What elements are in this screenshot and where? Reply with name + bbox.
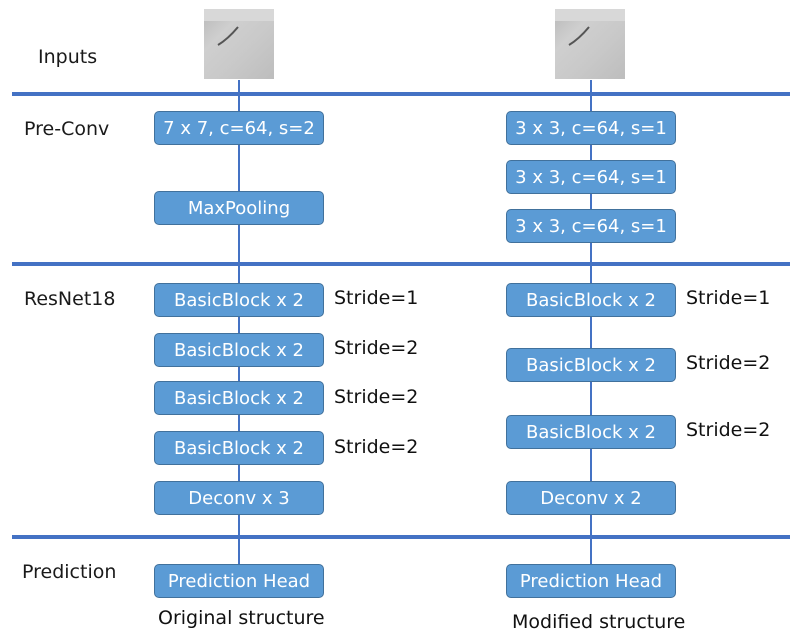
original-flow-line: [238, 80, 240, 564]
original-stride-2: Stride=2: [334, 337, 419, 359]
original-stride-3: Stride=2: [334, 386, 419, 408]
modified-prediction-head: Prediction Head: [506, 564, 676, 598]
divider-resnet-prediction: [12, 535, 790, 539]
original-conv7x7-box: 7 x 7, c=64, s=2: [154, 111, 324, 145]
modified-conv3x3-box-2: 3 x 3, c=64, s=1: [506, 160, 676, 194]
original-prediction-head: Prediction Head: [154, 564, 324, 598]
original-stride-1: Stride=1: [334, 287, 419, 309]
modified-stride-2: Stride=2: [686, 352, 771, 374]
original-basicblock-2: BasicBlock x 2: [154, 333, 324, 367]
divider-inputs-preconv: [12, 92, 790, 96]
input-image-graphic: [555, 9, 625, 46]
divider-preconv-resnet: [12, 262, 790, 266]
original-basicblock-1: BasicBlock x 2: [154, 283, 324, 317]
modified-conv3x3-box-1: 3 x 3, c=64, s=1: [506, 111, 676, 145]
section-label-inputs: Inputs: [38, 46, 98, 68]
original-stride-4: Stride=2: [334, 436, 419, 458]
input-image-graphic: [204, 9, 274, 46]
original-maxpooling-box: MaxPooling: [154, 191, 324, 225]
section-label-prediction: Prediction: [22, 561, 117, 583]
original-structure-caption: Original structure: [158, 607, 325, 629]
original-deconv-box: Deconv x 3: [154, 481, 324, 515]
modified-basicblock-1: BasicBlock x 2: [506, 283, 676, 317]
section-label-preconv: Pre-Conv: [24, 118, 110, 140]
modified-structure-caption: Modified structure: [512, 611, 686, 633]
modified-basicblock-3: BasicBlock x 2: [506, 415, 676, 449]
original-input-thumbnail: [204, 9, 274, 79]
modified-stride-1: Stride=1: [686, 287, 771, 309]
modified-conv3x3-box-3: 3 x 3, c=64, s=1: [506, 209, 676, 243]
section-label-resnet18: ResNet18: [24, 288, 116, 310]
original-basicblock-4: BasicBlock x 2: [154, 431, 324, 465]
modified-deconv-box: Deconv x 2: [506, 481, 676, 515]
original-basicblock-3: BasicBlock x 2: [154, 381, 324, 415]
modified-basicblock-2: BasicBlock x 2: [506, 348, 676, 382]
modified-flow-line: [590, 80, 592, 564]
modified-stride-3: Stride=2: [686, 419, 771, 441]
modified-input-thumbnail: [555, 9, 625, 79]
